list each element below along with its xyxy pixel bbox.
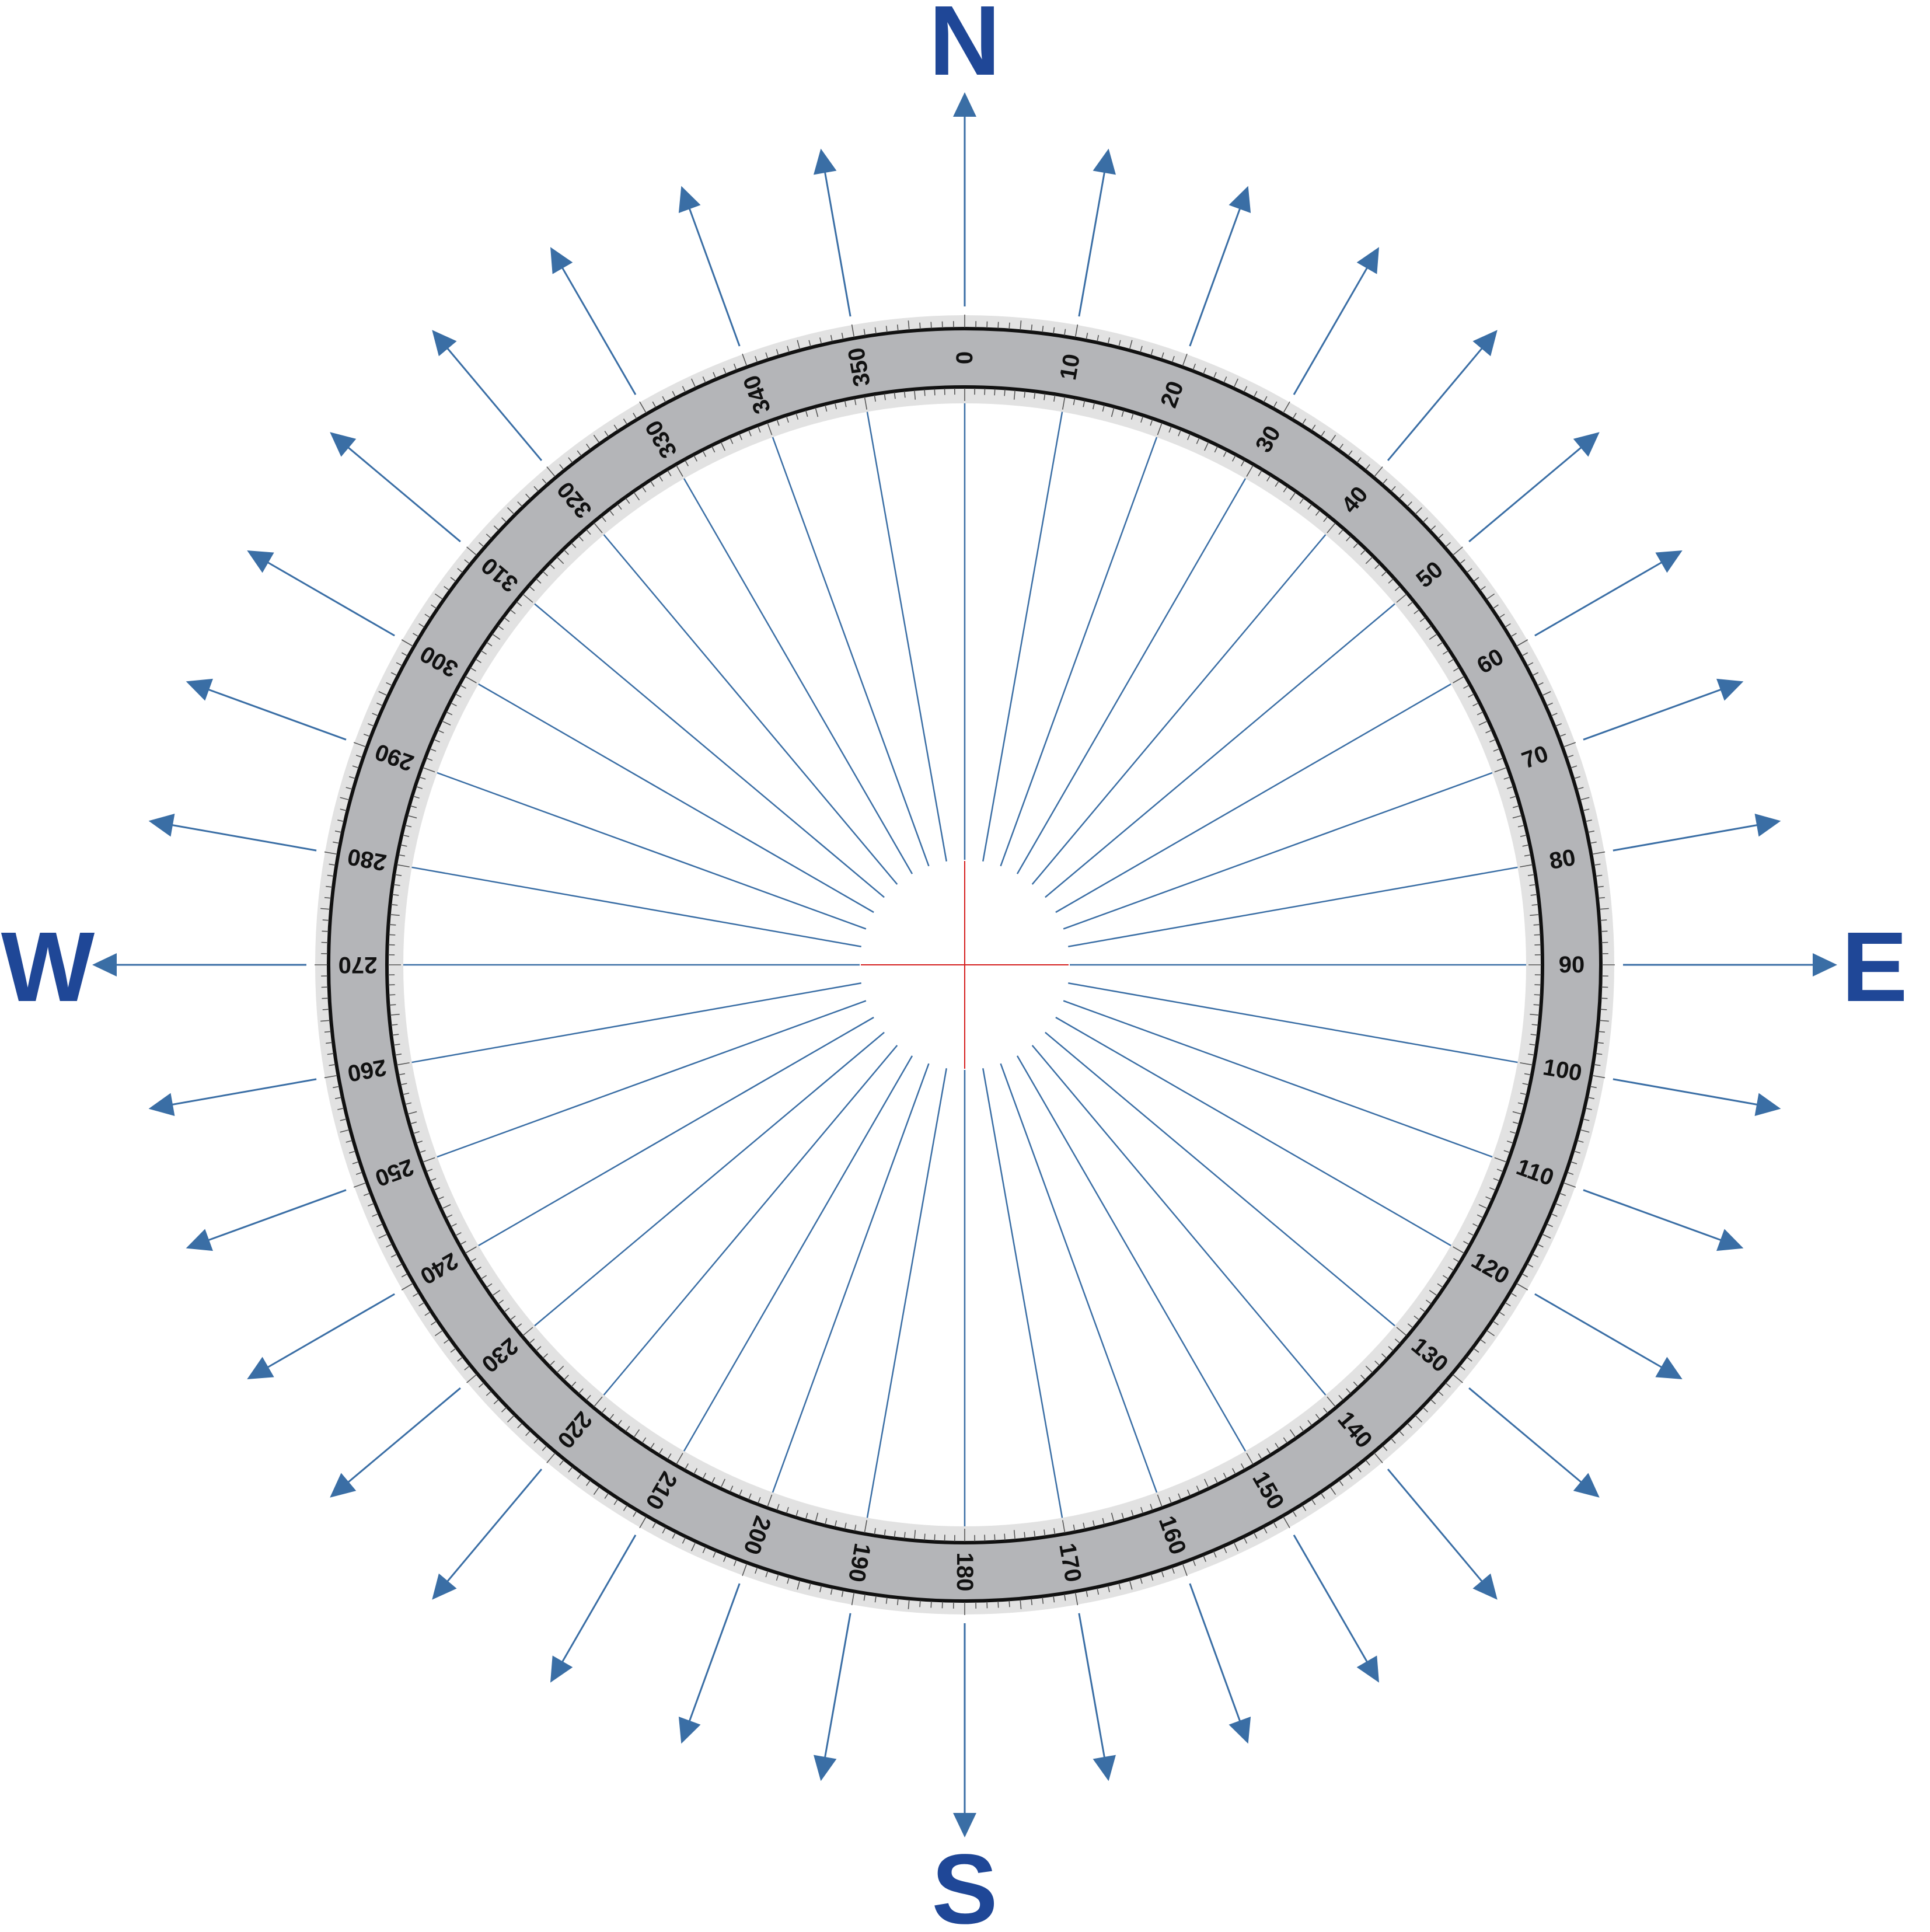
inner-degree-tick (1004, 389, 1005, 396)
direction-arrow-line (1535, 1294, 1662, 1368)
inner-degree-tick (389, 934, 395, 935)
direction-arrow-line (689, 208, 739, 346)
direction-arrowhead (1655, 1357, 1682, 1379)
direction-arrowhead (92, 953, 117, 977)
direction-arrowhead (432, 330, 456, 356)
inner-degree-tick (924, 389, 925, 396)
direction-arrowhead (1716, 679, 1743, 701)
degree-label: 270 (338, 952, 378, 978)
direction-arrow-line (1388, 1469, 1482, 1582)
inner-degree-tick (994, 389, 995, 395)
direction-arrowhead (330, 1473, 356, 1497)
direction-arrow-line (1190, 208, 1240, 346)
direction-arrowhead (814, 1755, 836, 1781)
direction-arrowhead (330, 432, 356, 456)
direction-arrow-line (172, 1079, 316, 1105)
inner-degree-tick (924, 1534, 925, 1540)
inner-degree-tick (994, 1535, 995, 1541)
outer-degree-tick (998, 322, 999, 329)
direction-arrowhead (550, 1655, 573, 1682)
direction-arrowhead (1472, 330, 1497, 356)
direction-arrow-line (1583, 1190, 1722, 1240)
direction-arrowhead (1093, 149, 1116, 175)
direction-arrowhead (1093, 1755, 1116, 1781)
inner-degree-tick (934, 1535, 935, 1541)
outer-degree-tick (323, 1009, 329, 1010)
direction-arrow-line (267, 562, 395, 636)
degree-label: 10 (1055, 352, 1085, 382)
direction-arrow-line (208, 1190, 346, 1240)
direction-arrowhead (186, 679, 213, 701)
outer-degree-tick (1601, 998, 1608, 999)
inner-degree-tick (1004, 1534, 1005, 1540)
direction-arrow-line (1613, 825, 1758, 850)
direction-arrow-line (562, 267, 636, 395)
direction-arrow-line (825, 1613, 850, 1758)
outer-degree-tick (322, 998, 329, 999)
inner-degree-tick (1534, 934, 1541, 935)
direction-arrow-line (348, 1388, 460, 1483)
direction-arrowhead (1357, 247, 1379, 274)
direction-arrow-line (172, 825, 316, 850)
direction-arrowhead (679, 186, 701, 213)
inner-degree-tick (934, 389, 935, 395)
direction-arrowhead (432, 1574, 456, 1600)
direction-arrowhead (1573, 432, 1600, 456)
cardinal-south-label: S (931, 1834, 997, 1929)
direction-arrowhead (247, 550, 274, 573)
direction-arrowhead (1357, 1655, 1379, 1682)
outer-degree-tick (1600, 1009, 1607, 1010)
direction-arrowhead (247, 1357, 274, 1379)
direction-arrow-line (447, 348, 542, 461)
direction-arrowhead (1229, 1717, 1251, 1743)
direction-arrowhead (679, 1717, 701, 1743)
direction-arrowhead (1716, 1229, 1743, 1251)
direction-arrowhead (1755, 814, 1781, 836)
direction-arrow-line (1535, 562, 1662, 636)
direction-arrowhead (1813, 953, 1837, 977)
degree-label: 180 (952, 1553, 978, 1592)
direction-arrow-line (825, 172, 850, 316)
direction-arrow-line (1294, 267, 1367, 395)
direction-arrowhead (1472, 1574, 1497, 1600)
direction-arrow-line (348, 447, 460, 542)
direction-arrow-line (1388, 348, 1482, 461)
direction-arrow-line (1079, 1613, 1105, 1758)
cardinal-east-label: E (1841, 912, 1907, 1023)
direction-arrow-line (1294, 1535, 1367, 1662)
direction-arrowhead (1573, 1473, 1600, 1497)
direction-arrow-line (1613, 1079, 1758, 1105)
outer-degree-tick (322, 931, 329, 932)
degree-label: 0 (952, 351, 978, 364)
cardinal-north-label: N (929, 0, 1001, 96)
direction-arrow-line (1079, 172, 1105, 316)
direction-arrowhead (186, 1229, 213, 1251)
direction-arrow-line (1469, 1388, 1582, 1483)
degree-label: 80 (1547, 845, 1577, 874)
direction-arrow-line (1583, 689, 1722, 740)
direction-arrowhead (1655, 550, 1682, 573)
direction-arrow-line (689, 1584, 739, 1722)
degree-label: 90 (1559, 952, 1585, 978)
direction-arrow-line (208, 689, 346, 740)
cardinal-west-label: W (1, 912, 95, 1023)
direction-arrowhead (149, 1093, 175, 1116)
outer-degree-tick (1601, 931, 1608, 932)
direction-arrowhead (149, 814, 175, 836)
direction-arrow-line (1469, 447, 1582, 542)
direction-arrow-line (447, 1469, 542, 1582)
outer-degree-tick (1009, 1600, 1010, 1607)
direction-arrow-line (267, 1294, 395, 1368)
direction-arrow-line (1190, 1584, 1240, 1722)
outer-degree-tick (1009, 323, 1010, 329)
outer-degree-tick (998, 1602, 999, 1608)
direction-arrowhead (1755, 1093, 1781, 1116)
direction-arrow-line (562, 1535, 636, 1662)
direction-arrowhead (814, 149, 836, 175)
direction-arrowhead (1229, 186, 1251, 213)
direction-arrowhead (550, 247, 573, 274)
